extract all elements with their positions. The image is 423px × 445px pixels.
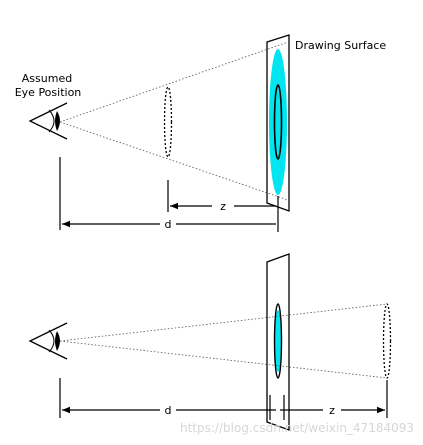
top-projected-image — [269, 49, 287, 195]
bottom-surface-ellipse — [273, 303, 283, 379]
top-ray-upper — [59, 41, 289, 123]
assumed-eye-label-line1: Assumed — [22, 72, 72, 85]
top-surface-ellipse — [273, 84, 283, 160]
bottom-d-label: d — [165, 404, 172, 417]
bottom-eye-icon — [28, 322, 68, 360]
assumed-eye-label-line2: Eye Position — [15, 86, 82, 99]
bottom-object-ellipse — [382, 303, 392, 379]
top-diagram — [28, 34, 290, 232]
top-object-ellipse — [163, 86, 173, 158]
bottom-z-label: z — [329, 404, 335, 417]
bottom-ray-lower — [59, 340, 388, 379]
watermark: https://blog.csdn.net/weixin_47184093 — [180, 421, 414, 435]
top-d-label: d — [165, 218, 172, 231]
bottom-projected-image — [274, 310, 282, 372]
bottom-ray-upper — [59, 303, 388, 342]
drawing-surface-label: Drawing Surface — [295, 39, 386, 52]
top-eye-icon — [28, 102, 68, 140]
top-z-label: z — [220, 200, 226, 213]
top-ray-lower — [59, 121, 289, 201]
bottom-diagram — [28, 253, 392, 431]
